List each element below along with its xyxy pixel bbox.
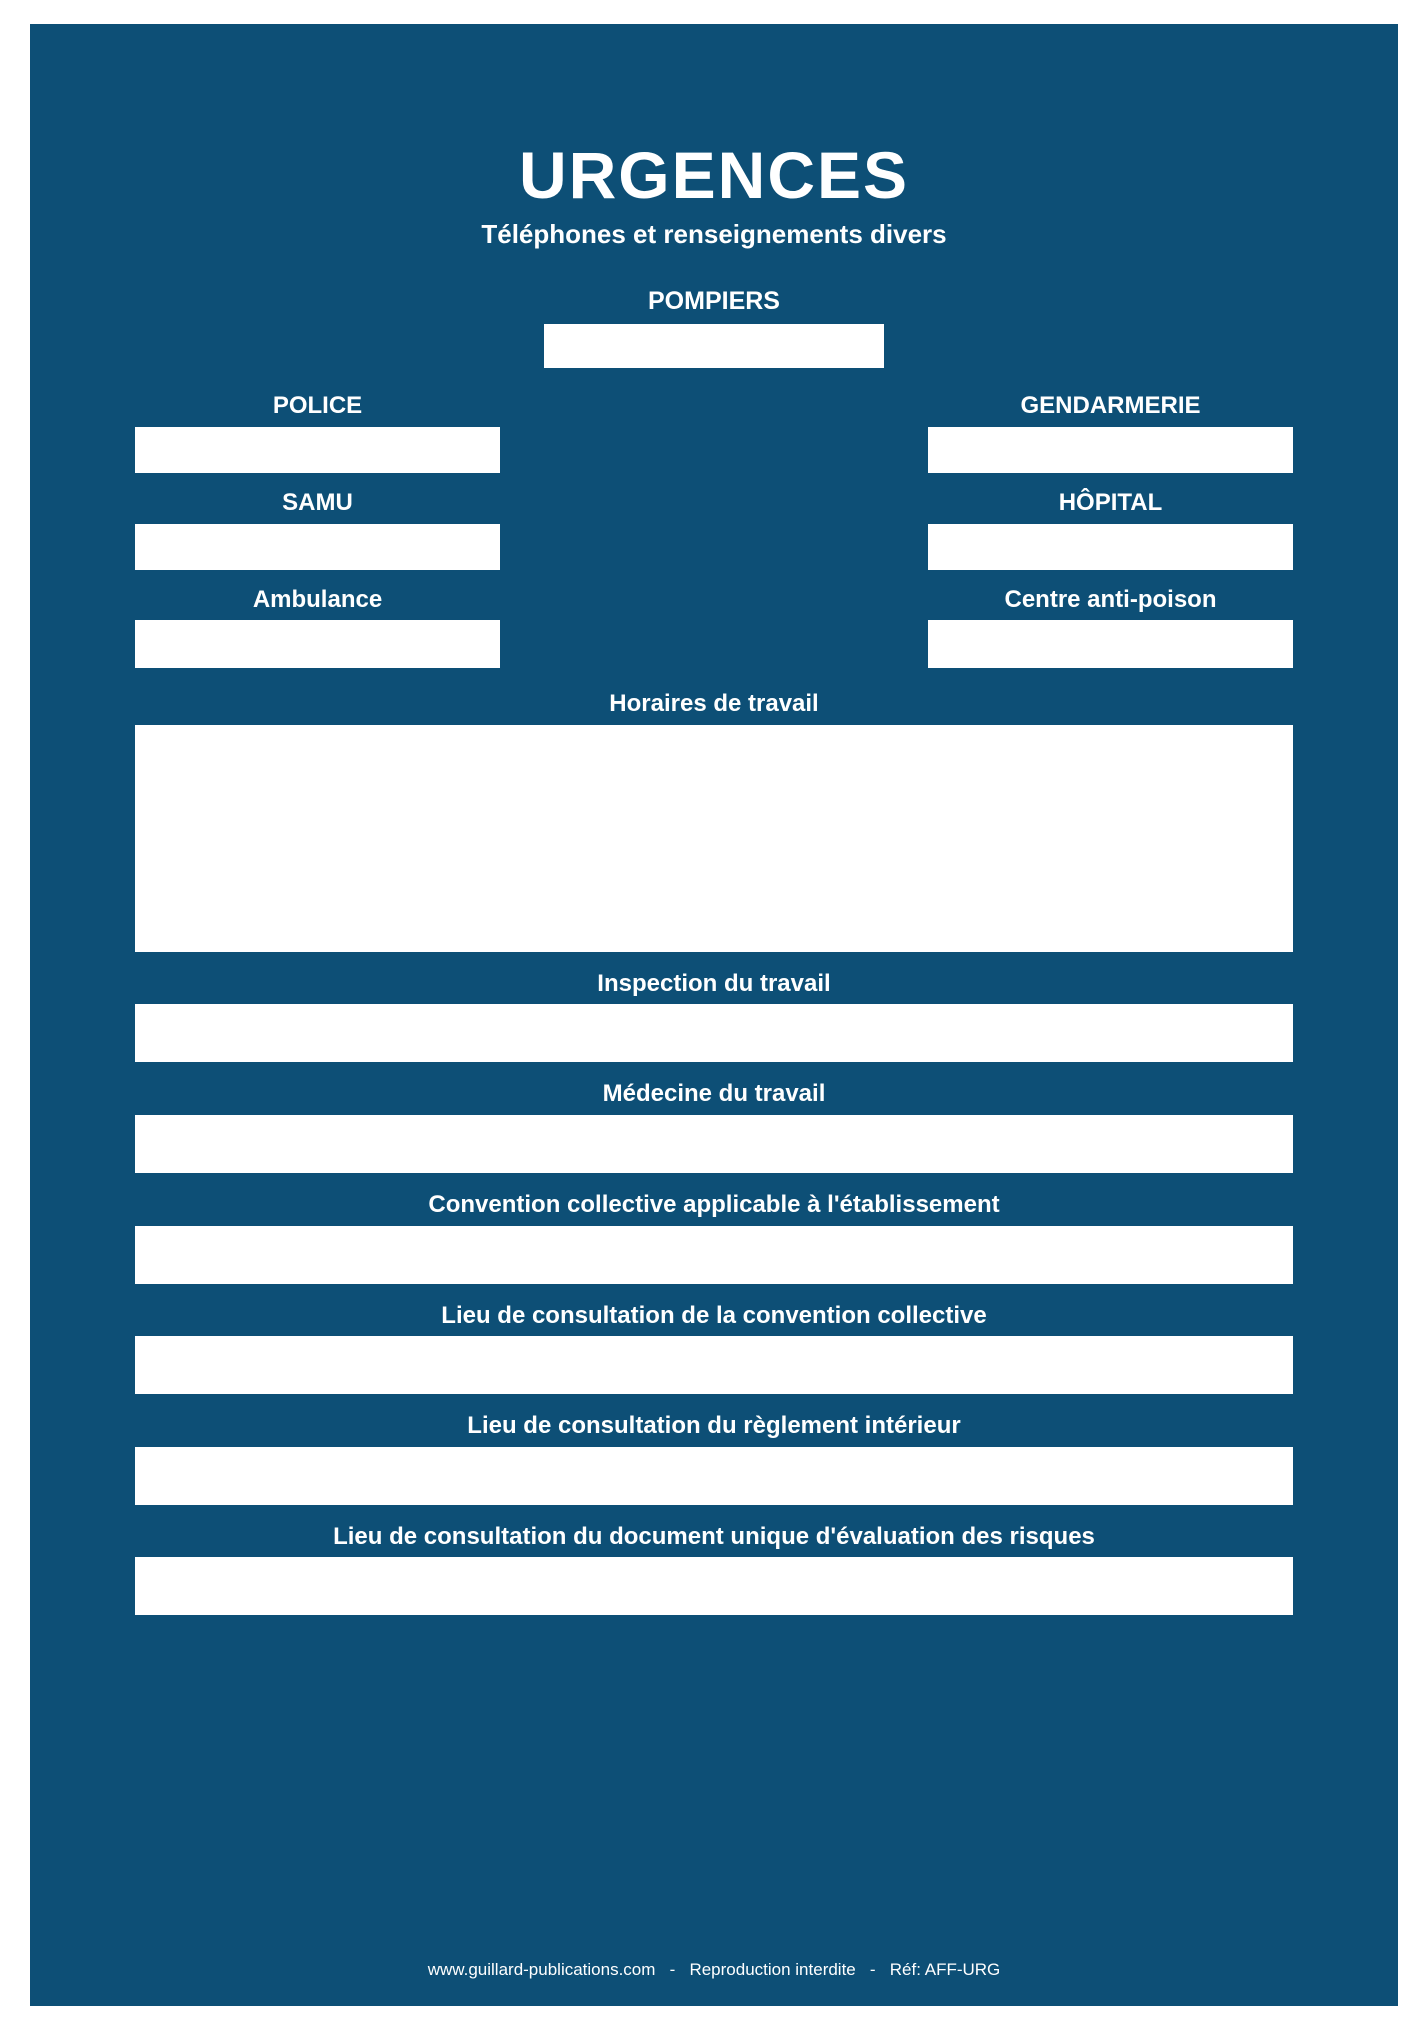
label-gendarmerie: GENDARMERIE [1020, 392, 1201, 420]
field-row-police-gendarmerie: POLICE GENDARMERIE [30, 392, 1398, 473]
input-lieu-reglement-interieur[interactable] [135, 1446, 1293, 1505]
input-medecine-du-travail[interactable] [135, 1114, 1293, 1173]
input-pompiers[interactable] [544, 324, 884, 369]
input-inspection-du-travail[interactable] [135, 1004, 1293, 1063]
label-samu: SAMU [282, 488, 353, 516]
field-group-samu: SAMU [135, 489, 500, 570]
label-hopital: HÔPITAL [1058, 488, 1163, 516]
label-lieu-convention-collective: Lieu de consultation de la convention co… [441, 1301, 987, 1329]
input-lieu-document-unique[interactable] [135, 1557, 1293, 1616]
poster-board: URGENCES Téléphones et renseignements di… [30, 24, 1398, 2006]
label-centre-anti-poison: Centre anti-poison [1004, 585, 1217, 613]
label-pompiers: POMPIERS [648, 286, 780, 315]
field-group-hopital: HÔPITAL [928, 489, 1293, 570]
field-group-lieu-document-unique: Lieu de consultation du document unique … [30, 1523, 1398, 1616]
input-hopital[interactable] [928, 523, 1293, 570]
label-convention-collective: Convention collective applicable à l'éta… [428, 1190, 1000, 1218]
field-group-police: POLICE [135, 392, 500, 473]
page-subtitle: Téléphones et renseignements divers [481, 219, 947, 249]
input-lieu-convention-collective[interactable] [135, 1336, 1293, 1395]
field-row-samu-hopital: SAMU HÔPITAL [30, 489, 1398, 570]
input-gendarmerie[interactable] [928, 426, 1293, 473]
footer-copyright: Reproduction interdite [689, 1960, 856, 1979]
label-lieu-document-unique: Lieu de consultation du document unique … [333, 1522, 1095, 1550]
label-police: POLICE [272, 392, 363, 420]
field-row-ambulance-poison: Ambulance Centre anti-poison [30, 586, 1398, 669]
label-medecine-du-travail: Médecine du travail [602, 1080, 826, 1108]
field-group-gendarmerie: GENDARMERIE [928, 392, 1293, 473]
poster-footer: www.guillard-publications.com - Reproduc… [30, 1960, 1398, 1980]
field-group-centre-anti-poison: Centre anti-poison [928, 586, 1293, 669]
poster-header: URGENCES Téléphones et renseignements di… [30, 24, 1398, 249]
label-inspection-du-travail: Inspection du travail [597, 969, 831, 997]
input-convention-collective[interactable] [135, 1225, 1293, 1284]
input-horaires-de-travail[interactable] [135, 724, 1293, 952]
input-ambulance[interactable] [135, 620, 500, 669]
field-group-pompiers: POMPIERS [30, 287, 1398, 369]
input-police[interactable] [135, 426, 500, 473]
field-group-horaires-de-travail: Horaires de travail [30, 690, 1398, 952]
field-group-medecine-du-travail: Médecine du travail [30, 1080, 1398, 1173]
field-group-ambulance: Ambulance [135, 586, 500, 669]
label-ambulance: Ambulance [252, 585, 383, 613]
label-horaires-de-travail: Horaires de travail [609, 690, 819, 718]
input-samu[interactable] [135, 523, 500, 570]
field-group-convention-collective: Convention collective applicable à l'éta… [30, 1191, 1398, 1284]
input-centre-anti-poison[interactable] [928, 620, 1293, 669]
footer-website: www.guillard-publications.com [427, 1960, 656, 1979]
page-title: URGENCES [518, 138, 910, 212]
footer-reference: Réf: AFF-URG [889, 1960, 1001, 1979]
field-group-lieu-reglement-interieur: Lieu de consultation du règlement intéri… [30, 1412, 1398, 1505]
field-group-lieu-convention-collective: Lieu de consultation de la convention co… [30, 1302, 1398, 1395]
footer-separator-1: - [655, 1960, 690, 1979]
footer-separator-2: - [855, 1960, 890, 1979]
label-lieu-reglement-interieur: Lieu de consultation du règlement intéri… [467, 1412, 961, 1440]
field-group-inspection-du-travail: Inspection du travail [30, 970, 1398, 1063]
